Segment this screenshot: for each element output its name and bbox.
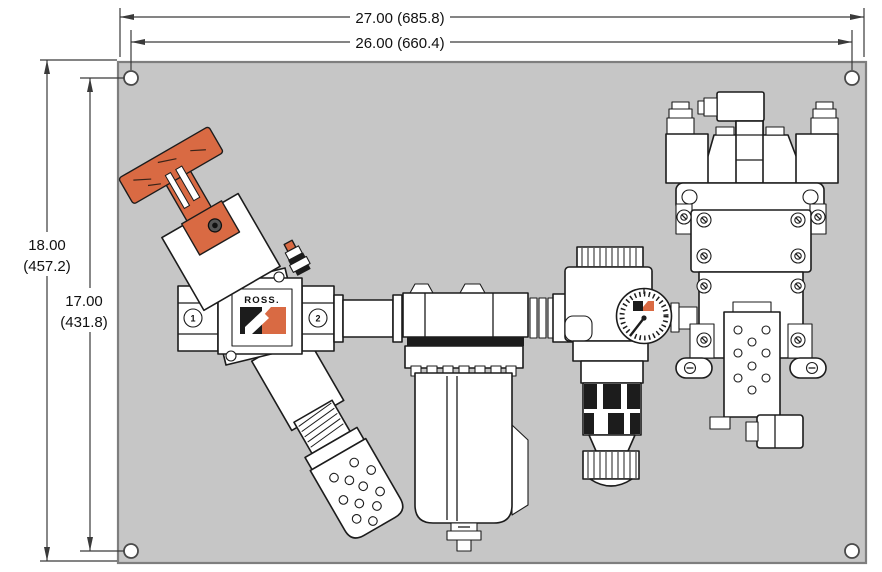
silencer-tube bbox=[309, 437, 404, 539]
dim-hole-span-width: 26.00 (660.4) bbox=[355, 35, 444, 52]
filter-collar bbox=[404, 345, 524, 369]
connecting-nipple bbox=[342, 299, 394, 338]
left-port-fitting bbox=[666, 101, 695, 135]
port-2-marker bbox=[308, 308, 328, 328]
brand-label: ROSS. bbox=[244, 295, 280, 306]
port-2-number: 2 bbox=[315, 314, 320, 324]
valve-bottom-step bbox=[709, 416, 731, 430]
gauge-needle bbox=[629, 317, 645, 337]
filter-drain bbox=[446, 522, 482, 552]
nipple-flange-right bbox=[392, 294, 403, 343]
valve-top-plate bbox=[675, 182, 825, 212]
port-1-marker bbox=[183, 308, 203, 328]
mounting-hole-top-left bbox=[123, 70, 139, 86]
cable-gland bbox=[703, 97, 718, 117]
solenoid-block-left bbox=[665, 133, 709, 184]
mounting-holes bbox=[123, 70, 860, 559]
regulator-bottom-knob bbox=[582, 450, 640, 480]
solenoid-block-right bbox=[795, 133, 839, 184]
filter-sight-lug bbox=[511, 424, 529, 516]
solenoid-bump-left bbox=[715, 126, 735, 136]
valve-bottom-elbow bbox=[756, 414, 804, 449]
double-solenoid-valve bbox=[665, 91, 839, 449]
exhaust-silencer bbox=[250, 330, 404, 539]
silencer-holes bbox=[329, 457, 385, 526]
bleed-fitting bbox=[283, 239, 311, 276]
lockout-t-handle bbox=[118, 126, 281, 312]
dim-panel-height-mm: (457.2) bbox=[23, 258, 71, 275]
filter-bowl bbox=[414, 372, 513, 524]
extension-lines bbox=[40, 8, 865, 562]
dim-panel-width: 27.00 (685.8) bbox=[355, 10, 444, 27]
regulator-step-1 bbox=[572, 340, 649, 362]
dim-hole-span-height-inches: 17.00 bbox=[65, 293, 103, 310]
valve-bottom-port bbox=[745, 421, 759, 442]
regulator-cone bbox=[588, 434, 636, 452]
mounting-hole-bottom-right bbox=[844, 543, 860, 559]
gauge-logo-black bbox=[633, 301, 643, 311]
regulator-top-knob bbox=[576, 246, 644, 268]
port-1-number: 1 bbox=[190, 314, 195, 324]
air-filter bbox=[402, 283, 529, 552]
gauge-logo-orange bbox=[643, 301, 654, 311]
handle-crossbar bbox=[118, 126, 224, 204]
gauge-tick-ring bbox=[619, 291, 669, 341]
dimension-annotations: 27.00 (685.8) 26.00 (660.4) 18.00 (457.2… bbox=[18, 8, 865, 562]
dim-hole-span-height-mm: (431.8) bbox=[60, 314, 108, 331]
bonnet-screw-top bbox=[273, 271, 285, 283]
valve-plate-holes bbox=[733, 325, 771, 395]
dim-panel-height-inches: 18.00 bbox=[28, 237, 66, 254]
brand-logo bbox=[240, 307, 286, 334]
solenoid-bump-right bbox=[765, 126, 785, 136]
pressure-gauge bbox=[615, 287, 673, 345]
nipple-flange-left bbox=[333, 294, 344, 343]
mounting-hole-bottom-left bbox=[123, 543, 139, 559]
din-connector bbox=[716, 91, 765, 122]
regulator-knob-dome bbox=[589, 478, 633, 487]
regulator-step-2 bbox=[580, 360, 644, 384]
filter-seal-ring bbox=[407, 337, 524, 346]
filter-head bbox=[402, 292, 529, 338]
filter-head-bump-right bbox=[459, 283, 486, 294]
mounting-hole-top-right bbox=[844, 70, 860, 86]
bonnet-screw-bottom bbox=[225, 350, 237, 362]
regulator-stripes bbox=[584, 384, 640, 434]
